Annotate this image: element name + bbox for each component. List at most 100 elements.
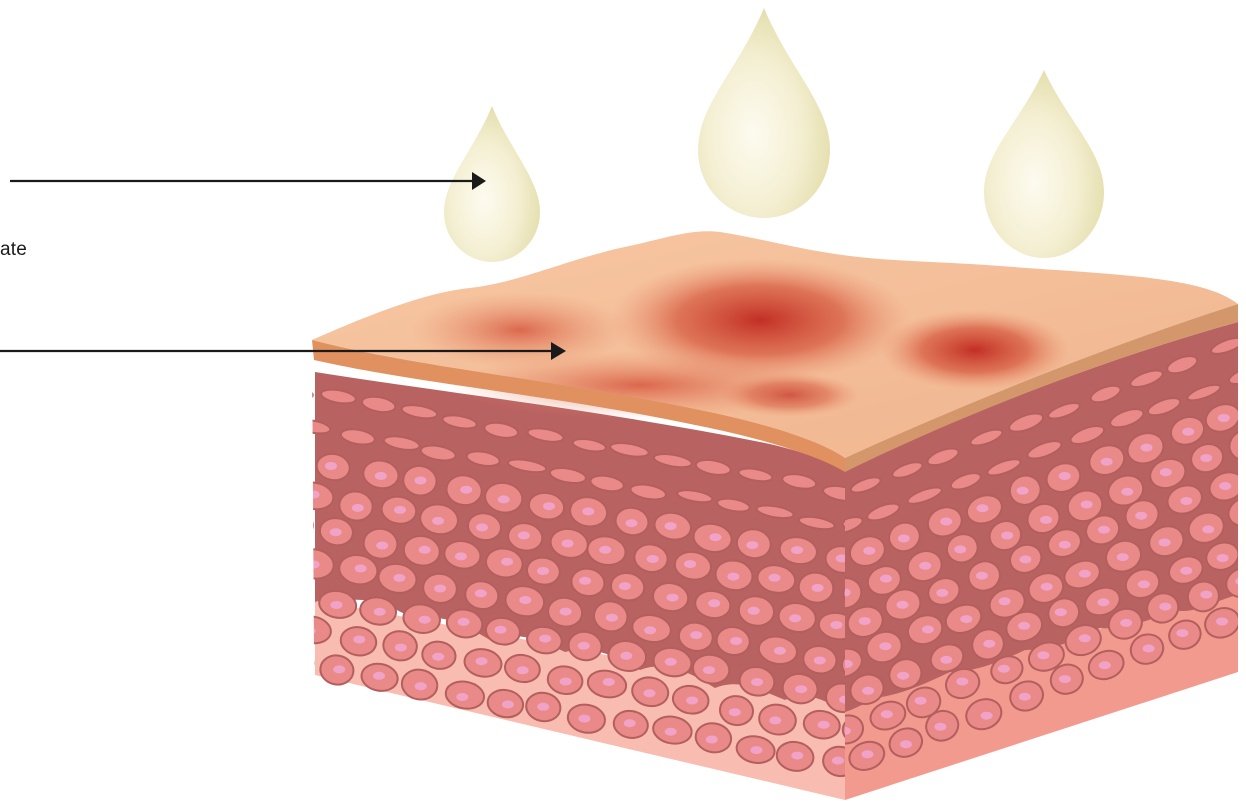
cell-nucleus (1217, 554, 1229, 562)
cell-nucleus (291, 657, 303, 665)
cell-nucleus (900, 740, 912, 748)
cell-nucleus (983, 640, 995, 648)
cell-nucleus (1059, 472, 1071, 480)
inflamed-patch-lower (720, 373, 860, 417)
cell-nucleus (1059, 675, 1071, 683)
cell-nucleus (940, 656, 952, 664)
cell-nucleus (579, 715, 591, 723)
cell-nucleus (519, 596, 531, 604)
cell-nucleus (814, 657, 826, 665)
cell-nucleus (769, 574, 781, 582)
cell-nucleus (1216, 618, 1228, 626)
cell-nucleus (1040, 516, 1052, 524)
cell-nucleus (976, 572, 988, 580)
cell-nucleus (375, 472, 387, 480)
cell-nucleus (919, 562, 931, 570)
cell-nucleus (1143, 644, 1155, 652)
cell-nucleus (922, 625, 934, 633)
cell-nucleus (458, 618, 470, 626)
cell-nucleus (1120, 619, 1132, 627)
cell-nucleus (517, 666, 529, 674)
cell-nucleus (619, 582, 631, 590)
cell-nucleus (954, 545, 966, 553)
cell-nucleus (1018, 622, 1030, 630)
cell-nucleus (832, 757, 844, 765)
cell-nucleus (769, 716, 781, 724)
cell-nucleus (1055, 608, 1067, 616)
cell-nucleus (1219, 482, 1231, 490)
cell-nucleus (374, 608, 386, 616)
cell-nucleus (495, 626, 507, 634)
cut-off-label-text: ate (0, 239, 27, 261)
cell-nucleus (1160, 468, 1172, 476)
cell-nucleus (1059, 541, 1071, 549)
cell-nucleus (789, 614, 801, 622)
cell-nucleus (791, 752, 803, 760)
cell-nucleus (998, 665, 1010, 673)
cell-nucleus (999, 597, 1011, 605)
cell-nucleus (936, 589, 948, 597)
cell-nucleus (727, 573, 739, 581)
cell-nucleus (940, 518, 952, 526)
cell-nucleus (434, 585, 446, 593)
cell-nucleus (325, 462, 337, 470)
cell-nucleus (1241, 440, 1246, 448)
cell-nucleus (1141, 444, 1153, 452)
cell-nucleus (1117, 553, 1129, 561)
cell-nucleus (934, 723, 946, 731)
epidermis-cell (271, 578, 314, 614)
cell-nucleus (518, 531, 530, 539)
cell-nucleus (376, 542, 388, 550)
cell-nucleus (373, 672, 385, 680)
cell-nucleus (977, 504, 989, 512)
cell-nucleus (330, 601, 342, 609)
cell-nucleus (730, 637, 742, 645)
cell-nucleus (686, 697, 698, 705)
cell-nucleus (460, 486, 472, 494)
cell-nucleus (475, 589, 487, 597)
cell-nucleus (579, 577, 591, 585)
cell-nucleus (1099, 661, 1111, 669)
cell-nucleus (539, 635, 551, 643)
cell-nucleus (956, 678, 968, 686)
cell-nucleus (355, 564, 367, 572)
cell-nucleus (915, 697, 927, 705)
cell-nucleus (751, 746, 763, 754)
epidermis-cell (279, 384, 314, 402)
cell-nucleus (1079, 634, 1091, 642)
cell-nucleus (879, 642, 891, 650)
cell-nucleus (791, 546, 803, 554)
epidermis-cell (272, 507, 315, 541)
cell-nucleus (606, 614, 618, 622)
cell-nucleus (626, 519, 638, 527)
arrow-right-icon (10, 172, 486, 190)
cell-nucleus (684, 560, 696, 568)
cell-nucleus (1159, 603, 1171, 611)
cell-nucleus (859, 617, 871, 625)
cell-nucleus (898, 535, 910, 543)
cell-nucleus (543, 502, 555, 510)
cell-nucleus (476, 657, 488, 665)
cell-nucleus (304, 627, 316, 635)
cell-nucleus (537, 567, 549, 575)
cell-nucleus (1240, 507, 1246, 515)
cell-nucleus (795, 685, 807, 693)
cell-nucleus (881, 710, 893, 718)
cell-nucleus (456, 693, 468, 701)
cell-nucleus (394, 506, 406, 514)
cell-nucleus (703, 666, 715, 674)
cell-nucleus (432, 653, 444, 661)
cell-nucleus (751, 678, 763, 686)
cell-nucleus (560, 678, 572, 686)
cell-nucleus (862, 750, 874, 758)
cell-nucleus (667, 594, 679, 602)
cell-nucleus (647, 555, 659, 563)
cell-nucleus (1001, 532, 1013, 540)
epidermis-cell (275, 645, 315, 677)
cell-nucleus (455, 552, 467, 560)
cell-nucleus (395, 644, 407, 652)
cell-nucleus (862, 687, 874, 695)
cell-nucleus (415, 682, 427, 690)
oil-droplet-icon (444, 8, 1104, 262)
